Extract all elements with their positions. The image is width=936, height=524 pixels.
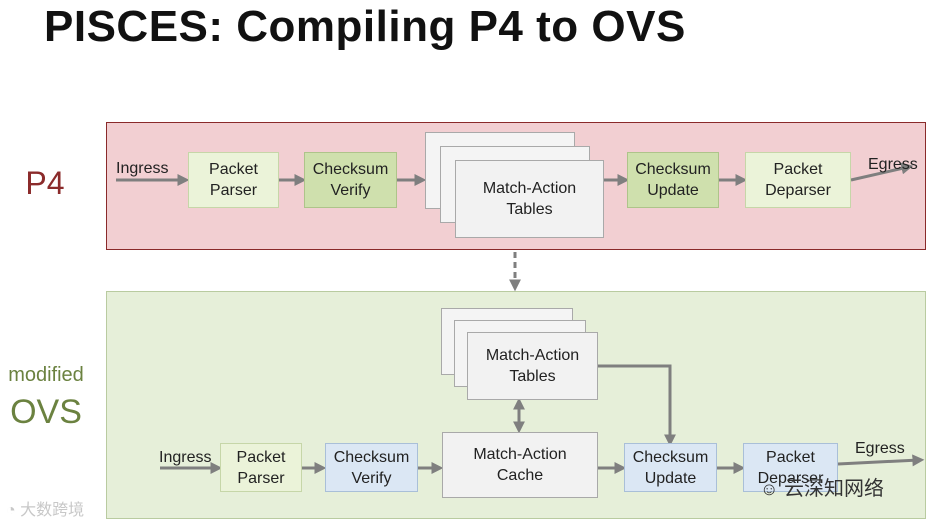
p4-checksum-verify: Checksum Verify [304, 152, 397, 208]
p4-checksum-update: Checksum Update [627, 152, 719, 208]
ovs-checksum-verify: Checksum Verify [325, 443, 418, 492]
tables-to-update-arrow [598, 364, 676, 447]
watermark-left-text: 大数跨境 [20, 502, 85, 519]
ovs-ingress-label: Ingress [159, 449, 212, 466]
ovs-section-label: OVS [10, 393, 82, 431]
ovs-checksum-update: Checksum Update [624, 443, 717, 492]
p4-egress-arrow [850, 162, 914, 182]
ovs-packet-deparser: Packet Deparser [743, 443, 838, 492]
ovs-egress-arrow [837, 454, 925, 467]
watermark-left: ◔ 大数跨境 [6, 496, 84, 520]
p4-packet-deparser: Packet Deparser [745, 152, 851, 208]
p4-packet-parser: Packet Parser [188, 152, 279, 208]
ovs-match-action-cache: Match-Action Cache [442, 432, 598, 498]
watermark-right-text: 云深知网络 [783, 478, 884, 500]
modified-label: modified [8, 364, 84, 386]
ovs-packet-parser: Packet Parser [220, 443, 302, 492]
p4-ingress-label: Ingress [116, 160, 169, 177]
wechat-icon: ☺ [760, 479, 779, 499]
slide-title: PISCES: Compiling P4 to OVS [44, 2, 686, 51]
watermark-right: ☺ 云深知网络 [760, 472, 884, 501]
watermark-left-icon: ◔ [6, 502, 16, 519]
ovs-egress-label: Egress [855, 440, 905, 457]
p4-match-action-tables: Match-Action Tables [455, 160, 604, 238]
p4-egress-label: Egress [868, 156, 918, 173]
ovs-match-action-tables: Match-Action Tables [467, 332, 598, 400]
p4-section-label: P4 [25, 165, 65, 201]
